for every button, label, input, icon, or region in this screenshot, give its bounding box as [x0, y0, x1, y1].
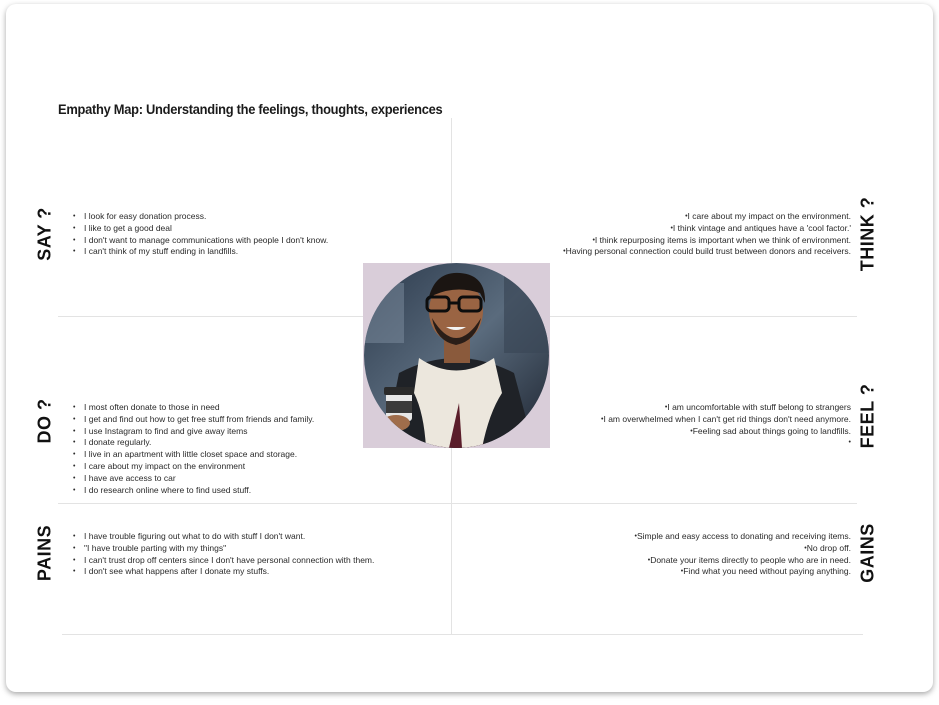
think-list: I care about my impact on the environmen…	[555, 211, 851, 258]
say-label: SAY ?	[34, 207, 55, 261]
persona-illustration	[364, 263, 549, 448]
list-item: I think vintage and antiques have a 'coo…	[555, 223, 851, 235]
pains-label: PAINS	[34, 524, 55, 582]
list-item: Having personal connection could build t…	[555, 246, 851, 258]
list-item: I donate regularly.	[73, 437, 314, 449]
do-label: DO ?	[34, 398, 55, 444]
feel-list: I am uncomfortable with stuff belong to …	[592, 402, 851, 449]
list-item: "I have trouble parting with my things"	[73, 543, 374, 555]
list-item: I care about my impact on the environmen…	[73, 461, 314, 473]
list-item: I don't see what happens after I donate …	[73, 566, 374, 578]
list-item: I have trouble figuring out what to do w…	[73, 531, 374, 543]
list-item: I can't trust drop off centers since I d…	[73, 555, 374, 567]
feel-label: FEEL ?	[857, 383, 878, 449]
list-item: Donate your items directly to people who…	[626, 555, 851, 567]
list-item: I think repurposing items is important w…	[555, 235, 851, 247]
list-item: I do research online where to find used …	[73, 485, 314, 497]
list-item: Simple and easy access to donating and r…	[626, 531, 851, 543]
gains-label: GAINS	[857, 523, 878, 583]
horizontal-divider-top-right	[550, 316, 857, 317]
horizontal-divider-middle	[58, 503, 857, 504]
pains-list: I have trouble figuring out what to do w…	[73, 531, 374, 578]
think-label: THINK ?	[857, 196, 878, 272]
list-item: I get and find out how to get free stuff…	[73, 414, 314, 426]
list-item: Find what you need without paying anythi…	[626, 566, 851, 578]
list-item: I live in an apartment with little close…	[73, 449, 314, 461]
persona-photo	[364, 263, 549, 448]
persona-photo-frame	[363, 263, 550, 448]
say-list: I look for easy donation process. I like…	[73, 211, 328, 258]
list-item: I like to get a good deal	[73, 223, 328, 235]
list-item: I am uncomfortable with stuff belong to …	[592, 402, 851, 414]
list-item: I can't think of my stuff ending in land…	[73, 246, 328, 258]
do-list: I most often donate to those in need I g…	[73, 402, 314, 496]
list-item: I am overwhelmed when I can't get rid th…	[592, 414, 851, 426]
horizontal-divider-top	[58, 316, 363, 317]
list-item: I care about my impact on the environmen…	[555, 211, 851, 223]
page-title: Empathy Map: Understanding the feelings,…	[58, 101, 443, 117]
list-item: No drop off.	[626, 543, 851, 555]
list-item: I use Instagram to find and give away it…	[73, 426, 314, 438]
list-item: Feeling sad about things going to landfi…	[592, 426, 851, 438]
list-item: I don't want to manage communications wi…	[73, 235, 328, 247]
horizontal-divider-bottom	[62, 634, 863, 635]
list-item: I most often donate to those in need	[73, 402, 314, 414]
list-item: I have ave access to car	[73, 473, 314, 485]
gains-list: Simple and easy access to donating and r…	[626, 531, 851, 578]
list-item	[592, 437, 851, 449]
list-item: I look for easy donation process.	[73, 211, 328, 223]
